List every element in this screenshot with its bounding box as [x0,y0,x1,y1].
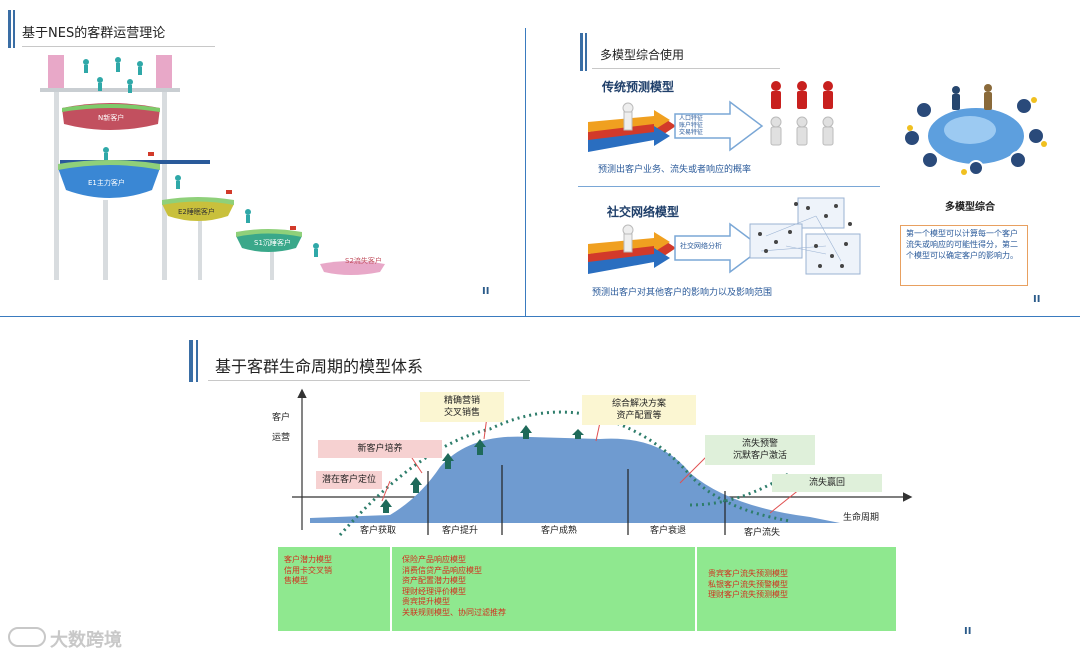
model-col-churn: 贵宾客户流失预测模型 私银客户流失预警模型 理财客户流失预测模型 [702,547,904,631]
y-axis-label-2: 运营 [272,433,291,443]
multi-inner-divider [578,186,880,187]
multi-title-accent-2 [585,33,587,71]
lifecycle-panel-title: 基于客群生命周期的模型体系 [215,357,424,376]
callout-solutions: 综合解决方案 资产配置等 [582,395,696,425]
traditional-arrows-graphic [588,102,676,152]
nes-pager: II [482,286,490,297]
multi-title-underline [592,68,780,69]
top-horizontal-divider [0,316,1080,317]
callout-win-back: 流失赢回 [772,474,882,492]
nes-ladder-diagram [40,55,385,280]
watermark-logo-icon [8,627,46,647]
model-line: 理财客户流失预测模型 [708,590,788,599]
model-table-divider-2 [695,547,697,631]
model-line: 贵宾提升模型 [402,597,450,606]
combo-description: 第一个模型可以计算每一个客户流失或响应的可能性得分，第二个模型可以确定客户的影响… [906,229,1018,260]
social-model-heading: 社交网络模型 [607,205,680,219]
social-big-arrow [674,222,764,274]
social-network-graphic [749,197,861,275]
x-axis-label: 生命周期 [843,513,880,523]
model-col-growth: 保险产品响应模型 消费信贷产品响应模型 资产配置潜力模型 理财经理评价模型 贵宾… [396,547,698,631]
combo-description-box: 第一个模型可以计算每一个客户流失或响应的可能性得分，第二个模型可以确定客户的影响… [900,225,1028,286]
nes-level-e1: E1主力客户 [88,179,125,187]
social-arrows-graphic [588,224,676,274]
nes-level-e2: E2睡眠客户 [178,208,215,216]
multi-pager: II [1033,294,1041,305]
callout-new-customer: 新客户培养 [318,440,442,458]
model-line: 信用卡交叉销 [284,565,332,575]
lifecycle-title-underline [208,380,530,381]
y-axis-label-1: 客户 [272,413,291,423]
model-line: 售模型 [284,576,308,585]
model-table-divider-1 [390,547,392,631]
model-line: 贵宾客户流失预测模型 [708,569,788,578]
stage-churn: 客户流失 [744,528,781,538]
watermark-text: 大数跨境 [50,630,122,651]
model-line: 客户潜力模型 [284,555,332,564]
nes-level-n: N新客户 [98,114,125,122]
nes-level-s2: S2流失客户 [345,257,382,265]
nes-title-accent-2 [13,10,15,48]
callout-potential: 潜在客户定位 [316,471,383,489]
stage-mature: 客户成熟 [541,526,578,536]
callout-precision-marketing: 精确营销 交叉销售 [420,392,504,422]
multi-panel-title: 多模型综合使用 [600,48,685,62]
nes-level-s1: S1沉睡客户 [254,239,291,247]
stage-decline: 客户衰退 [650,526,687,536]
stage-acquisition: 客户获取 [360,526,397,536]
model-line: 关联规则模型、协同过滤推荐 [402,607,506,617]
model-table: 客户潜力模型 信用卡交叉销 售模型 保险产品响应模型 消费信贷产品响应模型 资产… [278,547,896,631]
top-vertical-divider [525,28,526,316]
model-line: 资产配置潜力模型 [402,576,466,585]
callout-churn-warning: 流失预警 沉默客户激活 [705,435,815,465]
social-caption: 预测出客户对其他客户的影响力以及影响范围 [592,288,773,298]
traditional-people-graphic [770,81,834,146]
model-col-acquisition: 客户潜力模型 信用卡交叉销 售模型 [278,547,390,631]
traditional-model-heading: 传统预测模型 [602,80,675,94]
lifecycle-title-accent [189,340,193,382]
nes-title-underline [22,46,215,47]
lifecycle-title-accent-2 [196,340,198,382]
traditional-arrow-text: 人口特征 账户特征 交易特征 [679,115,704,136]
multi-model-globe-graphic [903,84,1047,176]
traditional-big-arrow [674,100,764,152]
social-arrow-text: 社交网络分析 [680,242,722,250]
nes-panel-title: 基于NES的客群运营理论 [22,26,166,41]
model-line: 私银客户流失预警模型 [708,579,788,589]
nes-title-accent [8,10,11,48]
model-line: 消费信贷产品响应模型 [402,565,482,575]
model-line: 保险产品响应模型 [402,555,466,564]
model-line: 理财经理评价模型 [402,586,466,596]
combo-heading: 多模型综合 [945,202,995,213]
lifecycle-pager: II [964,626,972,637]
multi-title-accent [580,33,583,71]
stage-growth: 客户提升 [442,526,479,536]
traditional-caption: 预测出客户业务、流失或者响应的概率 [598,165,752,175]
